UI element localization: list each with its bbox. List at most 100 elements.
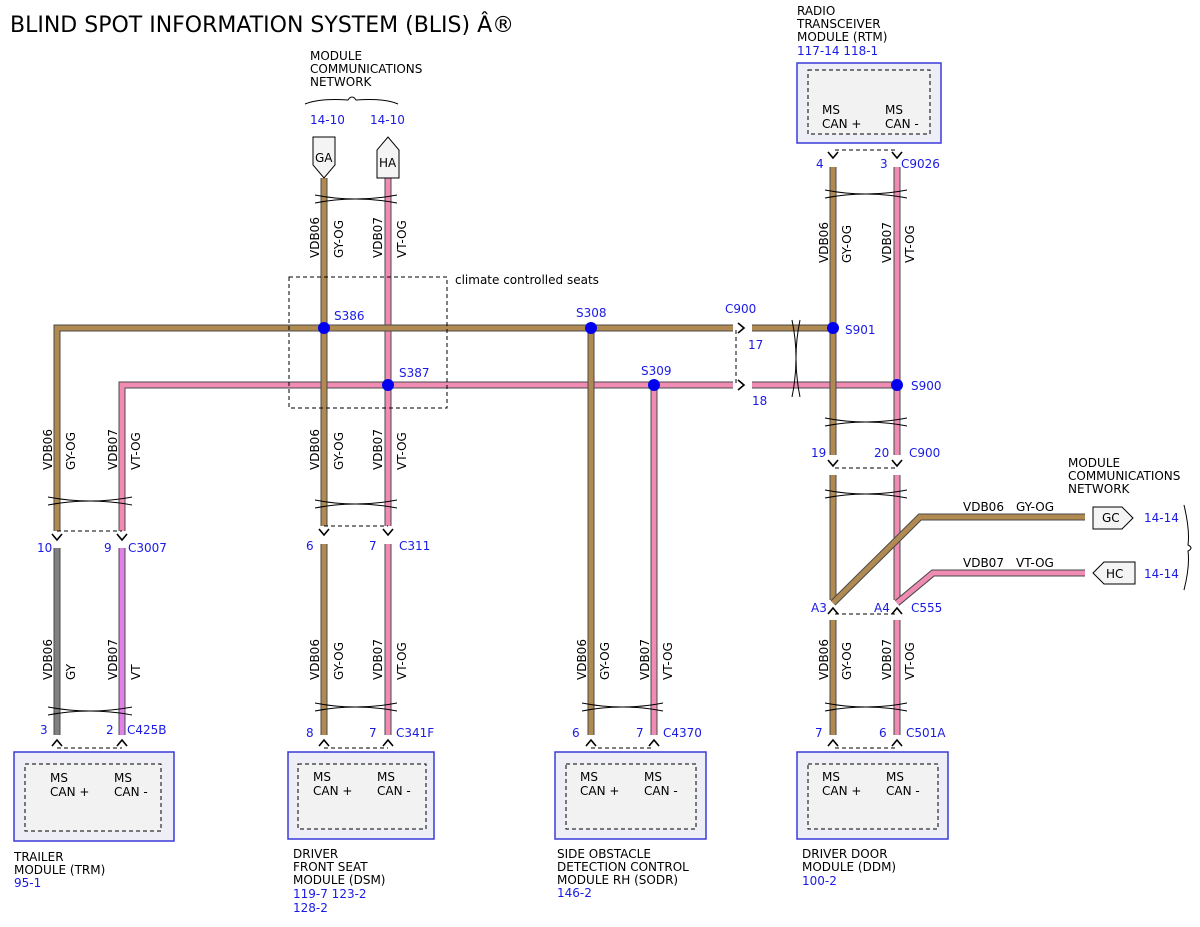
c311-pin7: 7	[369, 539, 377, 553]
rtm-name-line2: TRANSCEIVER	[796, 17, 881, 31]
rtm-module-inner	[807, 69, 931, 135]
ddm-pin-can-minus: CAN -	[886, 784, 920, 798]
gc-terminal	[1092, 506, 1134, 530]
c555-a4: A4	[874, 601, 890, 615]
c4370-label: C4370	[663, 726, 702, 740]
wire-to-hc	[895, 570, 1085, 605]
c501a-arrow-6	[891, 738, 903, 747]
hc-terminal	[1092, 561, 1136, 585]
wire-label-gy-trm2: GY	[64, 663, 78, 680]
dsm-pin-ms-2: MS	[377, 770, 395, 784]
wire-label-vdb07-top: VDB07	[371, 217, 385, 258]
dsm-name-line2: FRONT SEAT	[293, 860, 368, 874]
twist-trm-upper	[47, 496, 133, 506]
gc-ref: 14-14	[1144, 511, 1179, 525]
ddm-pin-ms-1: MS	[822, 770, 840, 784]
top-network-ref-right: 14-10	[370, 113, 405, 127]
c311-pin6: 6	[306, 539, 314, 553]
top-network-ref-left: 14-10	[310, 113, 345, 127]
diagram-title: BLIND SPOT INFORMATION SYSTEM (BLIS) Â®	[10, 12, 514, 38]
c341f-pin8: 8	[306, 726, 314, 740]
wire-label-gyog-dsm2: GY-OG	[332, 642, 346, 680]
wire-label-vdb07-ddm: VDB07	[880, 639, 894, 680]
c900-arrow-17	[737, 322, 746, 334]
c900-pin19: 19	[811, 446, 826, 460]
wire-vdb06-bus	[54, 325, 733, 531]
c3007-pin9: 9	[104, 541, 112, 555]
splice-s387-label: S387	[399, 366, 430, 380]
splice-s308	[585, 322, 597, 334]
twist-sodr	[581, 702, 664, 712]
c311-label: C311	[399, 539, 430, 553]
c311-arrow-6	[318, 528, 330, 537]
wire-label-gyog-top: GY-OG	[332, 220, 346, 258]
c341f-arrow-7	[382, 738, 394, 747]
wire-label-gyog-trm1: GY-OG	[64, 432, 78, 470]
splice-s309-label: S309	[641, 364, 672, 378]
c3007-pin10: 10	[37, 541, 52, 555]
trm-name-line1: TRAILER	[13, 850, 64, 864]
climate-seats-label: climate controlled seats	[455, 273, 599, 287]
c3007-arrow-10	[51, 533, 63, 542]
wire-labels: VDB06 GY-OG VDB07 VT-OG VDB06 GY-OG VDB0…	[41, 217, 917, 680]
c555-label: C555	[911, 601, 942, 615]
splice-s900-label: S900	[911, 379, 942, 393]
trm-pin-can-plus: CAN +	[50, 785, 89, 799]
wire-label-gyog-ddm: GY-OG	[840, 642, 854, 680]
gc-terminal-label: GC	[1102, 511, 1120, 525]
c555-a3: A3	[811, 601, 827, 615]
splice-s900	[891, 379, 903, 391]
dsm-ref-2: 128-2	[293, 901, 328, 915]
wire-label-vdb06-dsm2: VDB06	[308, 639, 322, 680]
c900-top-label: C900	[725, 302, 756, 316]
wire-label-gyog-dsm1: GY-OG	[332, 432, 346, 470]
dsm-name-line1: DRIVER	[293, 847, 338, 861]
c501a-pin6: 6	[879, 726, 887, 740]
wire-vdb07-bus	[119, 382, 733, 531]
c425b-arrow-3	[51, 738, 63, 747]
splice-s901-label: S901	[845, 323, 876, 337]
wire-label-vtog-dsm1: VT-OG	[395, 432, 409, 470]
ga-terminal-label: GA	[315, 151, 333, 165]
ha-terminal	[376, 136, 400, 179]
ddm-module-inner	[807, 763, 939, 830]
ddm-name-line2: MODULE (DDM)	[802, 860, 896, 874]
wire-label-vdb07-sodr: VDB07	[638, 639, 652, 680]
sodr-pin-ms-2: MS	[644, 770, 662, 784]
right-network-brace	[1183, 504, 1192, 591]
ddm-name-line1: DRIVER DOOR	[802, 847, 888, 861]
wire-label-vdb06-trm1: VDB06	[41, 429, 55, 470]
c3007-arrow-9	[116, 533, 128, 542]
wire-label-vdb06-dsm1: VDB06	[308, 429, 322, 470]
c4370-arrow-7	[648, 738, 660, 747]
climate-seats-region	[288, 276, 448, 409]
splice-s387	[382, 379, 394, 391]
sodr-pin-ms-1: MS	[580, 770, 598, 784]
top-network-label-3: NETWORK	[310, 75, 373, 89]
ddm-ref: 100-2	[802, 874, 837, 888]
wire-label-vt-trm2: VT	[129, 664, 143, 680]
wire-label-vdb07-trm2: VDB07	[106, 639, 120, 680]
wire-label-vtog-ddm: VT-OG	[903, 642, 917, 680]
c900-pin20: 20	[874, 446, 889, 460]
c9026-arrow-3	[891, 151, 903, 160]
dsm-pin-ms-1: MS	[313, 770, 331, 784]
c501a-pin7: 7	[815, 726, 823, 740]
ha-terminal-label: HA	[379, 156, 397, 170]
ddm-pin-can-plus: CAN +	[822, 784, 861, 798]
wire-label-vtog-sodr: VT-OG	[661, 642, 675, 680]
c9026-label: C9026	[901, 157, 940, 171]
c900-pin17: 17	[748, 338, 763, 352]
hc-terminal-label: HC	[1106, 567, 1123, 581]
trm-pin-ms-2: MS	[114, 771, 132, 785]
rtm-pin-can-plus: CAN +	[822, 117, 861, 131]
wire-label-vdb06-gc: VDB06	[963, 500, 1004, 514]
c4370-arrow-6	[585, 738, 597, 747]
c341f-label: C341F	[396, 726, 434, 740]
c900-arrow-19	[827, 459, 839, 468]
twist-low	[824, 489, 908, 499]
trm-module-inner	[24, 763, 162, 832]
right-network-label-1: MODULE	[1068, 456, 1120, 470]
wire-label-vtog-trm1: VT-OG	[129, 432, 143, 470]
